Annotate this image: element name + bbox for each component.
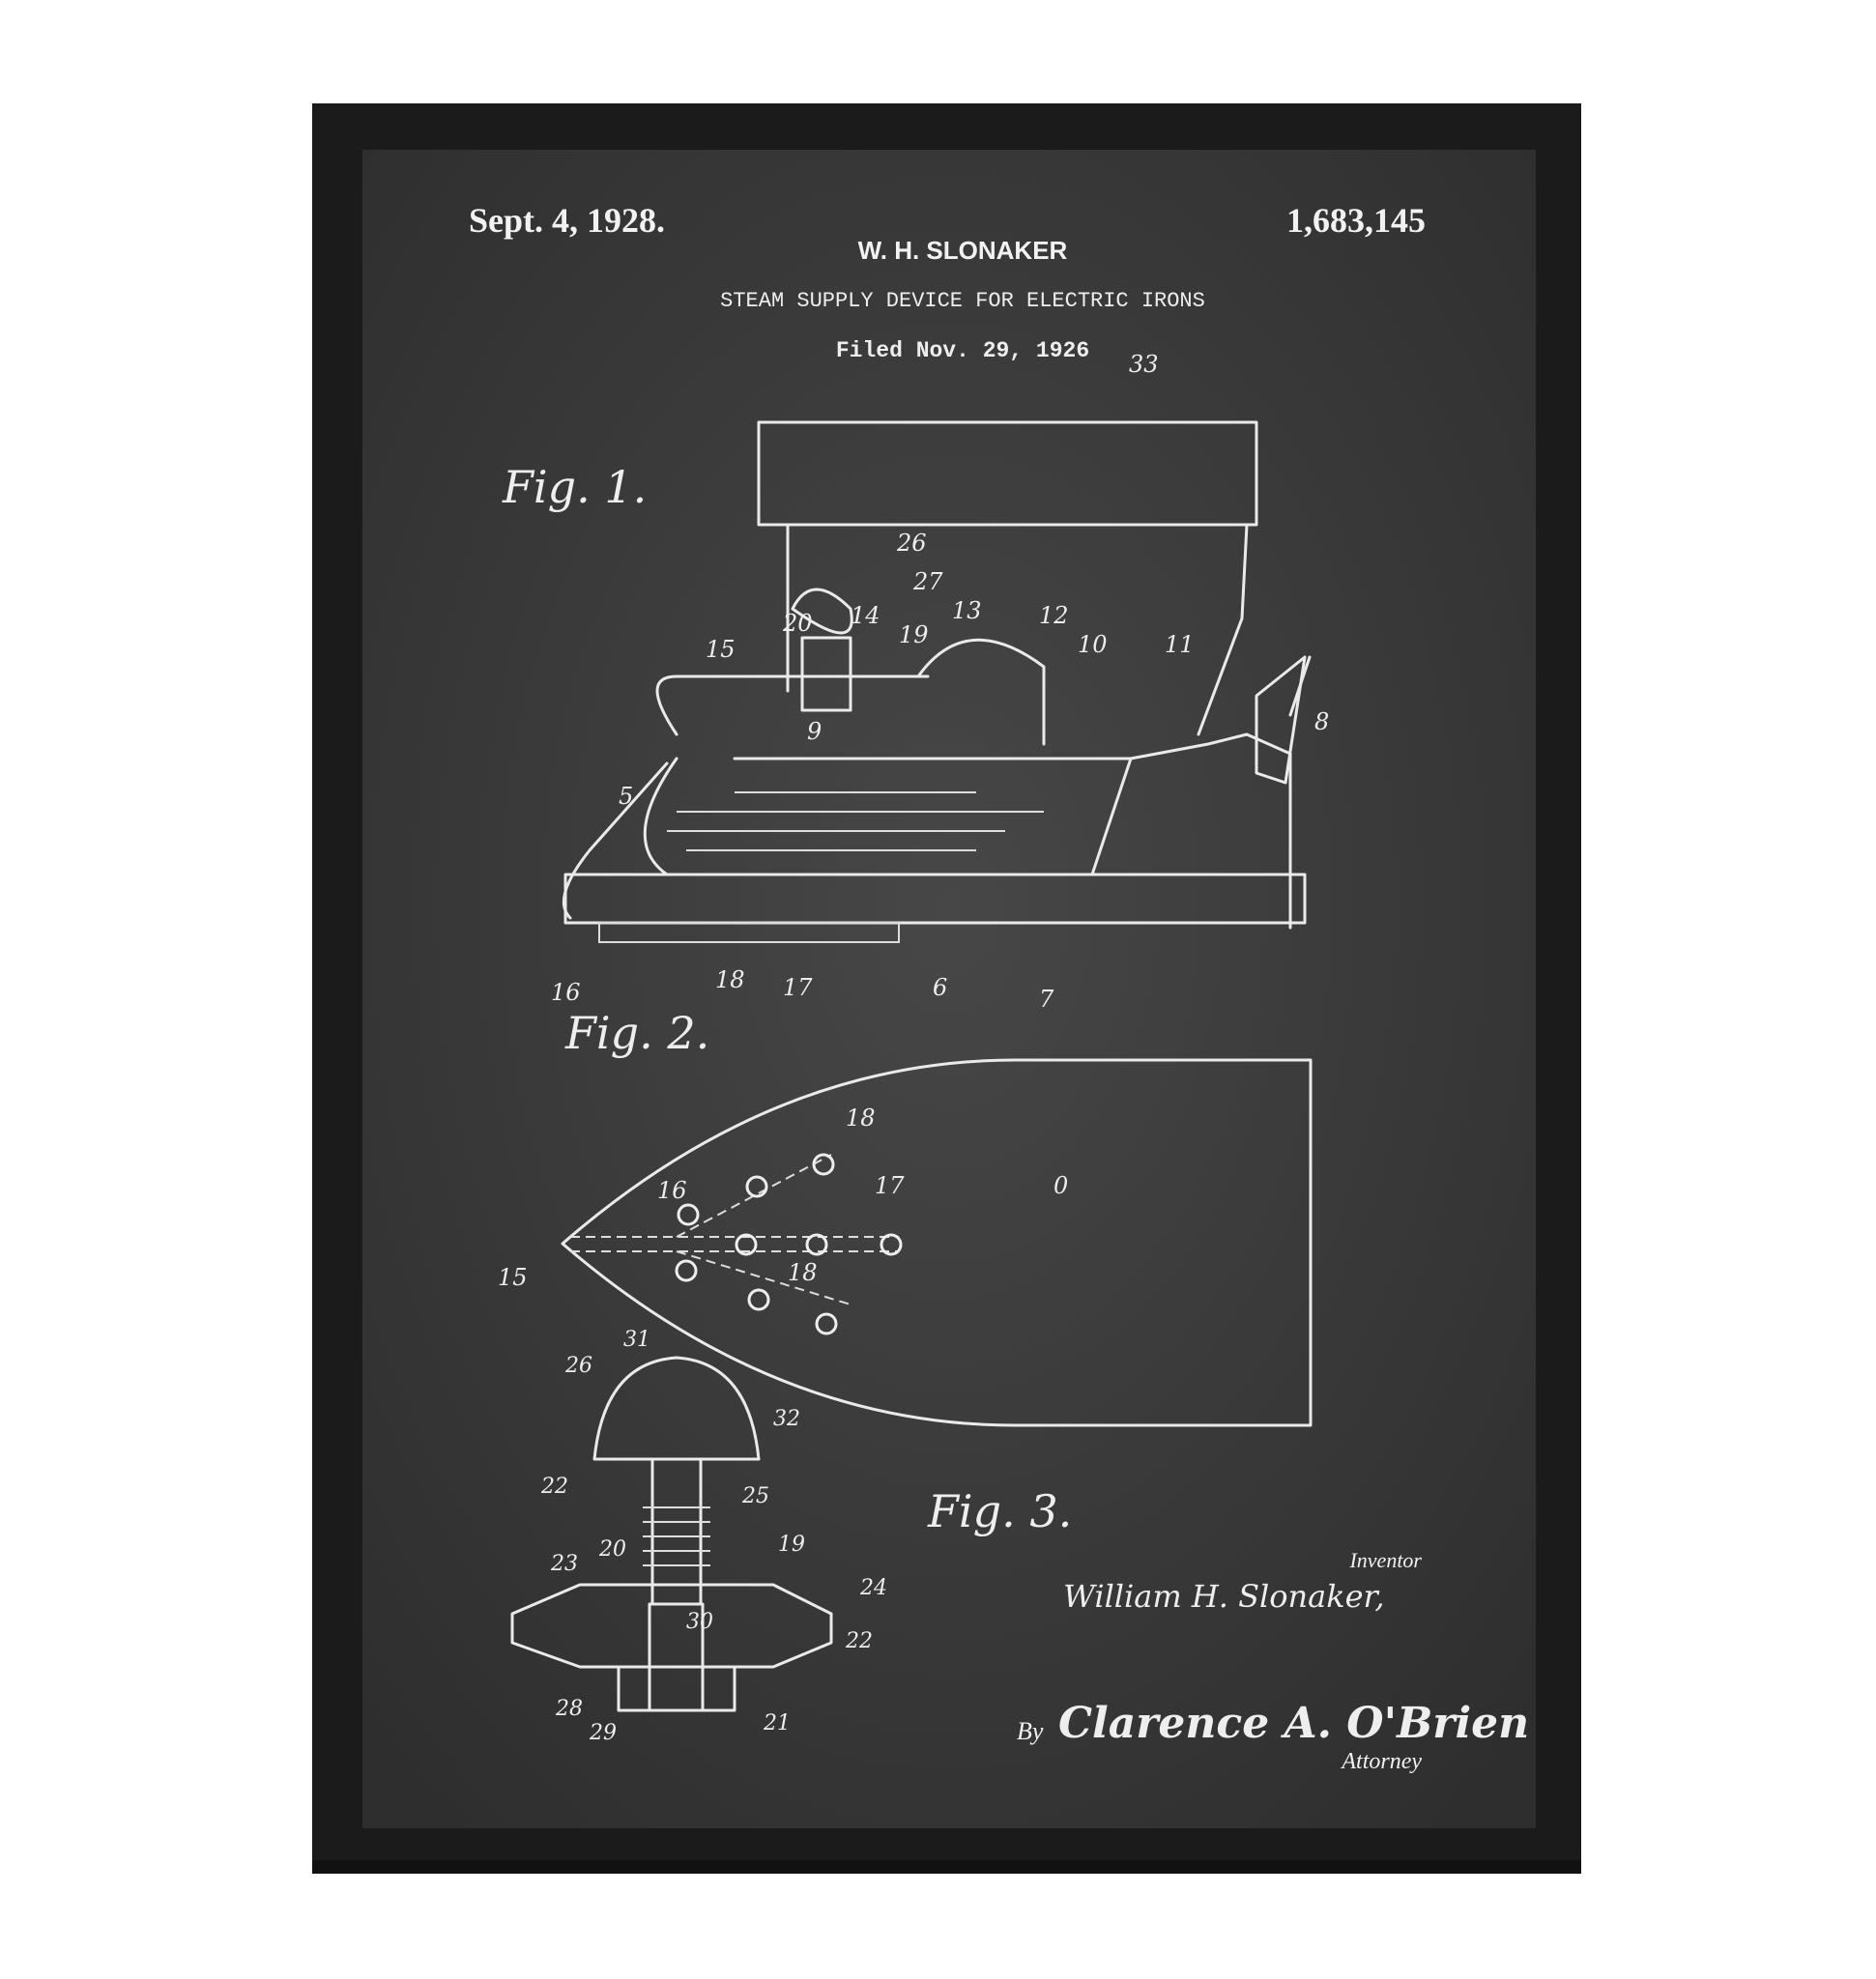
svg-text:10: 10 (1078, 631, 1108, 658)
svg-text:30: 30 (686, 1610, 713, 1634)
svg-text:5: 5 (619, 783, 633, 810)
fig2-part-numbers: 18 16 17 0 15 18 (498, 1104, 1068, 1291)
patent-date: Sept. 4, 1928. (469, 201, 665, 240)
svg-text:17: 17 (875, 1172, 905, 1199)
fig1-part-numbers: 33 26 27 20 14 13 19 12 10 11 15 9 8 5 1… (551, 351, 1329, 1013)
svg-text:25: 25 (741, 1484, 769, 1508)
svg-text:32: 32 (773, 1407, 800, 1431)
frame-shadow (312, 1860, 1581, 1874)
svg-text:22: 22 (540, 1475, 568, 1499)
svg-text:12: 12 (1039, 602, 1069, 629)
svg-text:18: 18 (846, 1104, 876, 1132)
svg-text:16: 16 (657, 1177, 687, 1204)
svg-text:20: 20 (598, 1537, 626, 1562)
svg-text:29: 29 (589, 1721, 617, 1745)
by-label: By (1017, 1717, 1044, 1745)
fig3-label: Fig. 3. (927, 1485, 1072, 1537)
svg-text:18: 18 (715, 966, 745, 993)
svg-text:16: 16 (551, 979, 581, 1006)
svg-text:27: 27 (912, 568, 943, 595)
attorney-signature: Clarence A. O'Brien (1058, 1699, 1529, 1748)
svg-text:26: 26 (564, 1354, 592, 1378)
inventor-caption: Inventor (1348, 1548, 1422, 1572)
svg-text:17: 17 (783, 974, 813, 1001)
svg-text:0: 0 (1053, 1172, 1068, 1199)
svg-text:28: 28 (555, 1697, 583, 1721)
filed-date: Filed Nov. 29, 1926 (836, 338, 1089, 363)
svg-text:19: 19 (778, 1533, 805, 1557)
svg-text:8: 8 (1314, 708, 1329, 735)
patent-number: 1,683,145 (1286, 201, 1426, 240)
inventor-header: W. H. SLONAKER (858, 236, 1068, 265)
svg-text:26: 26 (896, 530, 927, 557)
chalkboard-paper (362, 150, 1536, 1828)
svg-text:18: 18 (788, 1259, 818, 1286)
svg-text:7: 7 (1039, 986, 1054, 1013)
fig3-part-numbers: 26 31 32 22 25 20 19 23 24 22 30 28 29 2… (540, 1328, 887, 1745)
svg-text:33: 33 (1129, 351, 1159, 378)
svg-text:15: 15 (706, 636, 736, 663)
svg-text:9: 9 (807, 718, 822, 745)
svg-text:6: 6 (933, 974, 947, 1001)
attorney-caption: Attorney (1340, 1749, 1422, 1774)
fig1-iron-drawing (562, 420, 1312, 943)
fig2-soleplate-drawing (561, 1058, 1313, 1427)
svg-text:22: 22 (845, 1629, 873, 1653)
fig3-valve-drawing (510, 1356, 833, 1712)
svg-text:24: 24 (859, 1576, 887, 1600)
svg-text:31: 31 (623, 1328, 650, 1352)
svg-text:15: 15 (498, 1264, 528, 1291)
svg-text:11: 11 (1165, 631, 1195, 658)
svg-text:19: 19 (899, 621, 929, 648)
patent-title: STEAM SUPPLY DEVICE FOR ELECTRIC IRONS (720, 289, 1205, 313)
svg-text:13: 13 (952, 597, 982, 624)
svg-text:23: 23 (550, 1552, 578, 1576)
svg-text:14: 14 (851, 602, 880, 629)
svg-text:21: 21 (763, 1711, 791, 1735)
fig2-label: Fig. 2. (564, 1007, 709, 1059)
fig1-label: Fig. 1. (502, 461, 647, 513)
svg-text:20: 20 (782, 610, 813, 637)
inventor-signature: William H. Slonaker, (1063, 1578, 1385, 1615)
